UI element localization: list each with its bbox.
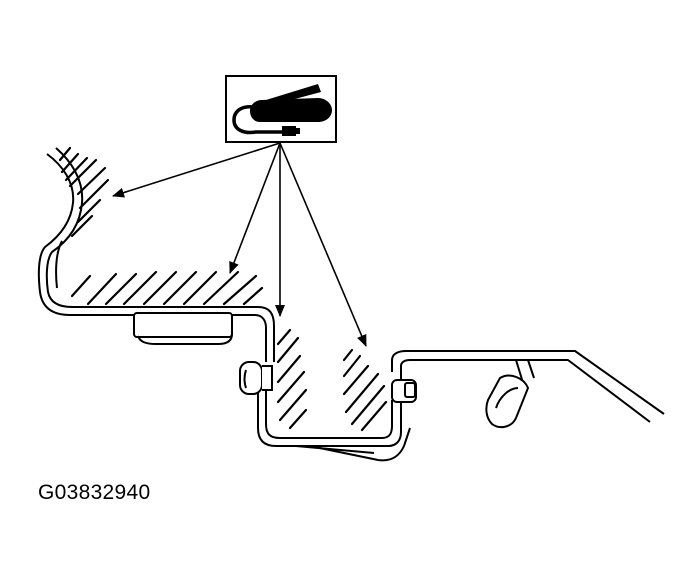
pedal: [485, 359, 535, 429]
right-clip: [391, 379, 417, 403]
floor-pad: [133, 312, 233, 345]
spray-can-with-hose-icon: [225, 75, 337, 143]
arrow-to-well-right: [279, 142, 367, 347]
figure-id-label: G03832940: [38, 481, 151, 504]
hatch-area-well-right: [342, 348, 388, 432]
left-clip: [239, 361, 273, 395]
hatch-area-well-left: [276, 328, 308, 430]
hatch-area-floor: [70, 270, 264, 306]
hatch-area-curve: [58, 146, 110, 238]
arrow-to-floor: [229, 142, 281, 274]
arrow-to-curve: [112, 142, 281, 198]
panel-outline: [37, 147, 665, 462]
callout-arrows: [112, 142, 367, 347]
